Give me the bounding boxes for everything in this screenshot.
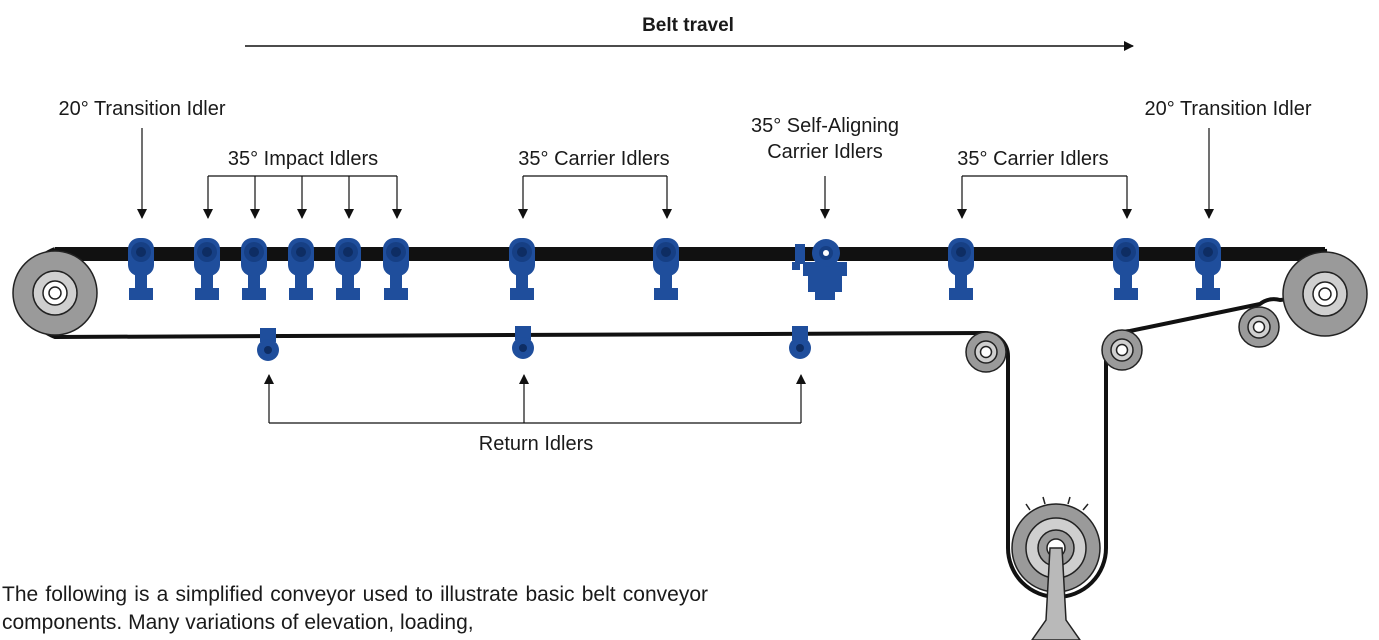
label-self-aligning-line2: Carrier Idlers [767, 141, 883, 163]
impact-idler [194, 238, 220, 300]
head-pulley [1282, 251, 1368, 337]
carrier-idler [653, 238, 679, 300]
bracket-carrier-idlers-1 [518, 175, 672, 219]
label-return-idlers: Return Idlers [479, 433, 594, 455]
belt-travel-title: Belt travel [642, 15, 734, 36]
take-up-pulley [1011, 496, 1101, 640]
label-transition-left: 20° Transition Idler [59, 98, 226, 120]
impact-idler [383, 238, 409, 300]
bend-pulley-left [965, 331, 1007, 373]
description-text: The following is a simplified conveyor u… [2, 583, 708, 634]
impact-idler [335, 238, 361, 300]
impact-idler [241, 238, 267, 300]
carrier-idler [1113, 238, 1139, 300]
transition-idler-right [1195, 238, 1221, 300]
snub-pulley [1238, 306, 1280, 348]
label-carrier-idlers-2: 35° Carrier Idlers [957, 148, 1108, 170]
tail-pulley [12, 250, 98, 336]
label-self-aligning-line1: 35° Self-Aligning [751, 115, 899, 137]
return-idler [512, 326, 534, 359]
bracket-impact-idlers [203, 175, 402, 219]
impact-idler [288, 238, 314, 300]
return-idler [789, 326, 811, 359]
label-carrier-idlers-1: 35° Carrier Idlers [518, 148, 669, 170]
self-aligning-idler [792, 239, 847, 300]
bracket-return-idlers [264, 374, 806, 424]
carrier-idler [509, 238, 535, 300]
label-transition-right: 20° Transition Idler [1145, 98, 1312, 120]
label-impact-idlers: 35° Impact Idlers [228, 148, 378, 170]
carrier-idler [948, 238, 974, 300]
bend-pulley-right [1101, 329, 1143, 371]
bracket-carrier-idlers-2 [957, 175, 1132, 219]
transition-idler-left [128, 238, 154, 300]
return-idler [257, 328, 279, 361]
